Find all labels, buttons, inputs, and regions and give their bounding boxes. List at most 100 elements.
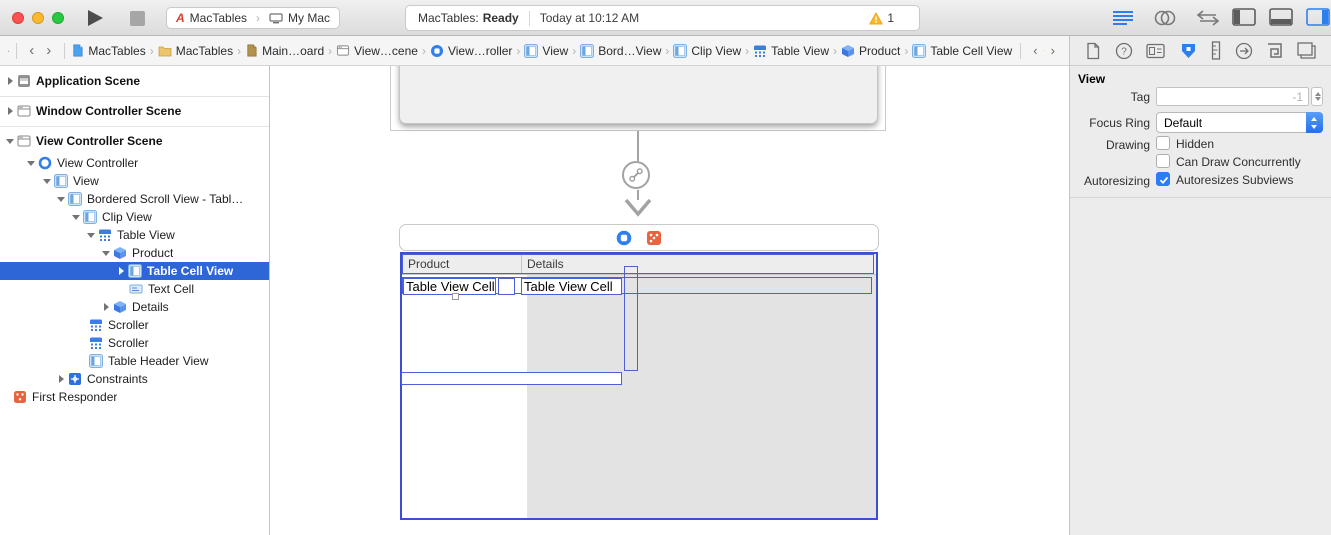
column-divider[interactable] xyxy=(521,254,522,275)
window-controller-scene-frame[interactable] xyxy=(390,66,886,131)
scheme-selector[interactable]: A MacTables › My Mac xyxy=(166,7,341,29)
breadcrumb-product[interactable]: Product xyxy=(841,44,900,58)
stop-button[interactable] xyxy=(130,11,145,26)
breadcrumb-scene[interactable]: View…cene xyxy=(336,44,418,58)
check-icon xyxy=(1159,176,1169,185)
breadcrumb-table-view[interactable]: Table View xyxy=(753,44,829,58)
file-inspector-icon[interactable] xyxy=(1085,42,1101,60)
tag-field[interactable]: -1 xyxy=(1156,87,1309,106)
quick-help-icon[interactable]: ? xyxy=(1115,42,1133,60)
outline-row-window-controller-scene[interactable]: Window Controller Scene xyxy=(0,102,269,120)
minimize-window-button[interactable] xyxy=(32,12,44,24)
next-issue-button[interactable]: › xyxy=(1050,43,1056,58)
interface-builder-canvas[interactable]: Product Details Table View Cell Table Vi… xyxy=(270,66,1069,535)
autoresizes-subviews-checkbox[interactable] xyxy=(1156,172,1170,186)
inspectors-panel-toggle[interactable] xyxy=(1306,8,1330,26)
disclosure-triangle[interactable] xyxy=(85,226,97,244)
outline-row-scroller[interactable]: Scroller xyxy=(0,316,269,334)
forward-button[interactable]: › xyxy=(46,42,52,59)
autoresizes-subviews-label[interactable]: Autoresizes Subviews xyxy=(1176,173,1294,187)
outline-row-view-controller[interactable]: View Controller xyxy=(0,154,269,172)
outline-row-table-cell-view[interactable]: Table Cell View xyxy=(0,262,269,280)
product-cell-frame[interactable] xyxy=(401,372,622,385)
warning-icon[interactable] xyxy=(1043,44,1045,57)
outline-row-clip-view[interactable]: Clip View xyxy=(0,208,269,226)
table-cell-view-product[interactable]: Table View Cell xyxy=(403,278,496,295)
outline-label: Scroller xyxy=(108,336,149,350)
breadcrumb-project[interactable]: MacTables xyxy=(71,44,146,58)
can-draw-concurrently-checkbox[interactable] xyxy=(1156,154,1170,168)
focus-ring-popup[interactable]: Default xyxy=(1156,112,1323,133)
breadcrumb-table-cell-view[interactable]: Table Cell View xyxy=(912,43,1012,58)
view-controller-icon[interactable] xyxy=(616,230,632,246)
outline-row-scroller[interactable]: Scroller xyxy=(0,334,269,352)
disclosure-triangle[interactable] xyxy=(4,72,16,90)
table-cell-view-details[interactable]: Table View Cell xyxy=(521,278,622,295)
disclosure-triangle[interactable] xyxy=(70,208,82,226)
issue-badge[interactable]: 1 xyxy=(869,11,894,25)
breadcrumb-view-controller[interactable]: View…roller xyxy=(430,44,512,58)
sidebar-divider[interactable] xyxy=(269,66,270,535)
version-editor-button[interactable] xyxy=(1194,8,1222,28)
can-draw-concurrently-label[interactable]: Can Draw Concurrently xyxy=(1176,155,1301,169)
disclosure-triangle[interactable] xyxy=(55,370,67,388)
standard-editor-button[interactable] xyxy=(1110,8,1136,28)
disclosure-triangle[interactable] xyxy=(100,298,112,316)
identity-inspector-icon[interactable] xyxy=(1146,43,1165,59)
table-column-product-body[interactable] xyxy=(402,275,527,518)
view-effects-inspector-icon[interactable] xyxy=(1297,42,1316,59)
column-header-product[interactable]: Product xyxy=(408,257,450,271)
disclosure-triangle[interactable] xyxy=(4,132,16,150)
breadcrumb-storyboard[interactable]: Main…oard xyxy=(245,44,324,58)
outline-row-first-responder[interactable]: First Responder xyxy=(0,388,269,406)
bindings-inspector-icon[interactable] xyxy=(1266,42,1283,59)
column-header-details[interactable]: Details xyxy=(527,257,564,271)
run-button[interactable] xyxy=(88,10,103,26)
breadcrumb-clip-view[interactable]: Clip View xyxy=(673,43,741,58)
disclosure-triangle[interactable] xyxy=(55,190,67,208)
close-window-button[interactable] xyxy=(12,12,24,24)
back-button[interactable]: ‹ xyxy=(29,42,35,59)
debug-area-toggle[interactable] xyxy=(1269,8,1293,26)
connections-inspector-icon[interactable] xyxy=(1235,42,1253,60)
hidden-checkbox-label[interactable]: Hidden xyxy=(1176,137,1215,151)
previous-issue-button[interactable]: ‹ xyxy=(1033,43,1038,58)
segue-icon[interactable] xyxy=(622,161,650,189)
disclosure-triangle[interactable] xyxy=(100,244,112,262)
outline-row-table-header-view[interactable]: Table Header View xyxy=(0,352,269,370)
outline-row-text-cell[interactable]: Text Cell xyxy=(0,280,269,298)
outline-row-constraints[interactable]: Constraints xyxy=(0,370,269,388)
details-cell-frame[interactable] xyxy=(624,266,638,371)
window-bottom[interactable] xyxy=(399,66,878,124)
attributes-inspector-icon[interactable] xyxy=(1179,42,1198,60)
size-inspector-icon[interactable] xyxy=(1211,41,1221,60)
table-cell-spacer-box[interactable] xyxy=(498,278,515,295)
outline-row-table-view[interactable]: Table View xyxy=(0,226,269,244)
breadcrumb-scroll-view[interactable]: Bord…View xyxy=(580,43,661,58)
outline-row-view-controller-scene[interactable]: View Controller Scene xyxy=(0,132,269,150)
resize-handle[interactable] xyxy=(452,293,459,300)
panel-divider[interactable] xyxy=(1069,36,1070,535)
outline-row-product[interactable]: Product xyxy=(0,244,269,262)
table-view-selected[interactable]: Product Details Table View Cell Table Vi… xyxy=(400,252,878,520)
disclosure-triangle[interactable] xyxy=(41,172,53,190)
outline-label: View Controller xyxy=(57,156,139,170)
navigator-panel-toggle[interactable] xyxy=(1232,8,1256,26)
first-responder-icon[interactable] xyxy=(646,230,662,246)
disclosure-triangle[interactable] xyxy=(4,102,16,120)
disclosure-triangle[interactable] xyxy=(25,154,37,172)
breadcrumb-view[interactable]: View xyxy=(524,43,568,58)
outline-label: Scroller xyxy=(108,318,149,332)
tag-stepper[interactable] xyxy=(1311,87,1323,106)
zoom-window-button[interactable] xyxy=(52,12,64,24)
outline-row-bordered-scroll-view[interactable]: Bordered Scroll View - Tabl… xyxy=(0,190,269,208)
outline-row-details[interactable]: Details xyxy=(0,298,269,316)
related-items-button[interactable] xyxy=(8,43,10,59)
disclosure-triangle[interactable] xyxy=(115,262,127,280)
outline-row-application-scene[interactable]: Application Scene xyxy=(0,72,269,90)
assistant-editor-button[interactable] xyxy=(1152,8,1178,28)
hidden-checkbox[interactable] xyxy=(1156,136,1170,150)
outline-row-view[interactable]: View xyxy=(0,172,269,190)
breadcrumb-group[interactable]: MacTables xyxy=(158,44,233,58)
table-header-row[interactable]: Product Details xyxy=(402,254,876,275)
